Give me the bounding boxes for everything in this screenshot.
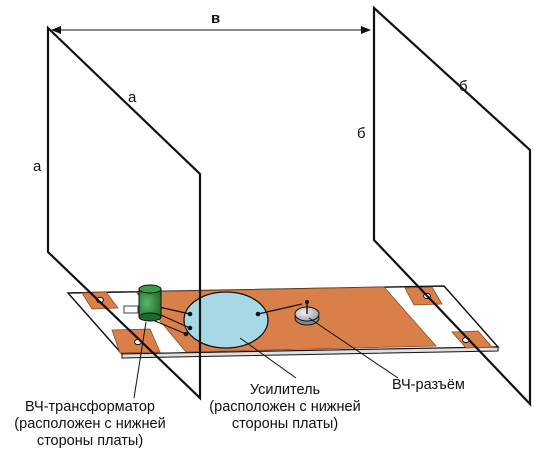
board-copper-main bbox=[135, 286, 437, 353]
svg-text:ВЧ-трансформатор: ВЧ-трансформатор bbox=[25, 399, 155, 415]
right-pad-lower bbox=[451, 330, 493, 349]
callout-lines bbox=[133, 317, 399, 399]
wire-dots bbox=[183, 311, 261, 337]
caption-amplifier: Усилитель (расположен с нижней стороны п… bbox=[209, 382, 360, 432]
hf-connector bbox=[294, 300, 320, 326]
svg-text:(расположен с нижней: (расположен с нижней bbox=[209, 399, 360, 415]
svg-text:стороны платы): стороны платы) bbox=[37, 433, 143, 449]
hf-transformer bbox=[123, 284, 162, 322]
svg-text:(расположен с нижней: (расположен с нижней bbox=[14, 416, 165, 432]
board-edge bbox=[121, 346, 499, 359]
caption-connector: ВЧ-разъём bbox=[392, 377, 465, 393]
svg-text:стороны платы): стороны платы) bbox=[232, 416, 338, 432]
amplifier-circle bbox=[183, 291, 269, 349]
svg-text:Усилитель: Усилитель bbox=[250, 382, 320, 398]
label-v-top: в bbox=[211, 10, 220, 27]
label-b-diagonal: б bbox=[459, 78, 468, 95]
label-a-diagonal: а bbox=[128, 89, 137, 106]
circuit-board bbox=[66, 285, 500, 359]
label-a-vertical: а bbox=[33, 158, 42, 175]
right-plate bbox=[372, 5, 532, 407]
caption-transformer: ВЧ-трансформатор (расположен с нижней ст… bbox=[14, 399, 165, 449]
label-b-vertical: б bbox=[357, 125, 366, 142]
left-plate bbox=[46, 25, 202, 401]
